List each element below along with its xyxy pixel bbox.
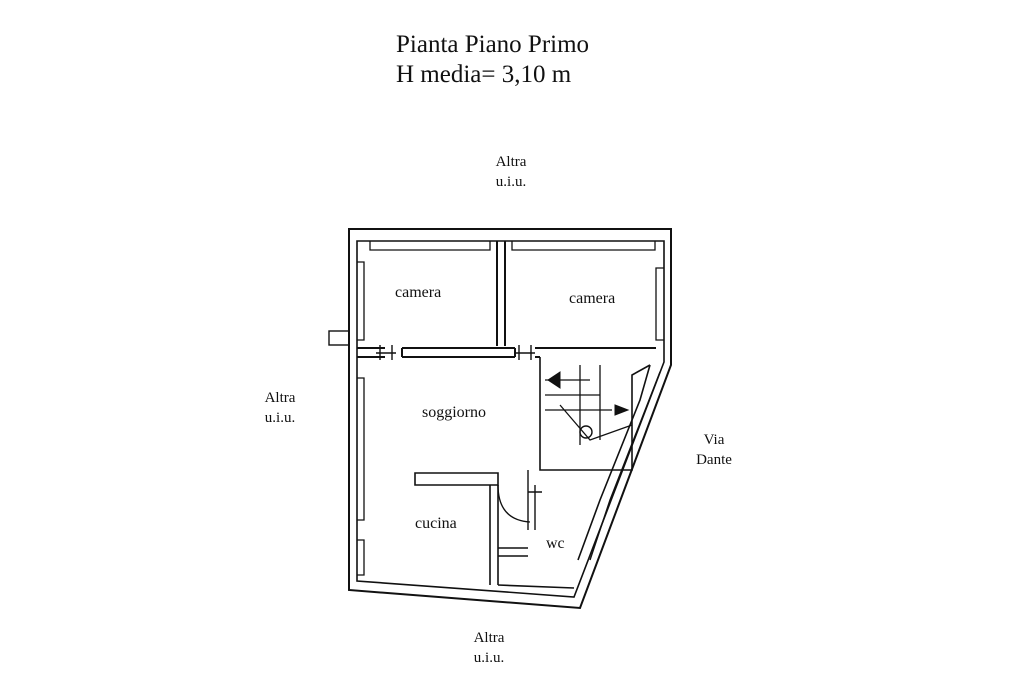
corridor-wall-2: [589, 371, 661, 561]
wall-bedrooms-living: [357, 347, 656, 358]
window-left-lower: [357, 377, 365, 521]
stair-arrow: [547, 371, 561, 389]
window-right-upper: [655, 267, 664, 341]
west-line-2: u.i.u.: [264, 410, 296, 426]
stair-arrow-2: [614, 404, 630, 416]
room-camera-right: camera: [569, 290, 616, 307]
east-line-1: Via: [703, 432, 725, 448]
label-south-unit: Altra u.i.u.: [454, 628, 524, 668]
room-soggiorno: soggiorno: [422, 404, 486, 421]
room-cucina: cucina: [415, 515, 457, 532]
stair-newel: [579, 425, 593, 439]
plan-title: Pianta Piano Primo H media= 3,10 m: [396, 30, 589, 90]
west-line-1: Altra: [264, 390, 296, 406]
wc-wall-bottom: [497, 584, 575, 589]
door-mark-left: [376, 345, 396, 360]
window-left-upper: [357, 261, 365, 341]
title-line-1: Pianta Piano Primo: [396, 31, 590, 58]
title-line-2: H media= 3,10 m: [396, 61, 572, 88]
window-top-right: [511, 241, 656, 251]
room-wc: wc: [546, 535, 565, 552]
wc-wall-left: [498, 547, 528, 557]
outer-wall-outer: [348, 228, 672, 610]
wall-between-bedrooms: [496, 241, 506, 346]
north-line-1: Altra: [495, 154, 527, 170]
window-top-left: [369, 241, 491, 251]
label-east-street: Via Dante: [678, 430, 750, 470]
window-left-bottom: [357, 539, 365, 576]
stair-outline: [539, 357, 651, 471]
room-camera-left: camera: [395, 284, 442, 301]
label-north-unit: Altra u.i.u.: [476, 152, 546, 192]
corridor-wall: [577, 364, 651, 561]
wall-kitchen-right: [489, 485, 499, 585]
south-line-1: Altra: [473, 630, 505, 646]
outer-wall-inner: [356, 240, 665, 598]
south-line-2: u.i.u.: [473, 650, 505, 666]
wc-door-mark: [528, 485, 542, 530]
left-protrusion: [328, 330, 350, 346]
stair-steps: [545, 365, 633, 445]
east-line-2: Dante: [696, 452, 732, 468]
label-west-unit: Altra u.i.u.: [245, 388, 315, 428]
door-mark-right: [515, 345, 535, 360]
north-line-2: u.i.u.: [495, 174, 527, 190]
wall-kitchen-top: [414, 472, 499, 486]
kitchen-door-swing: [497, 484, 531, 523]
